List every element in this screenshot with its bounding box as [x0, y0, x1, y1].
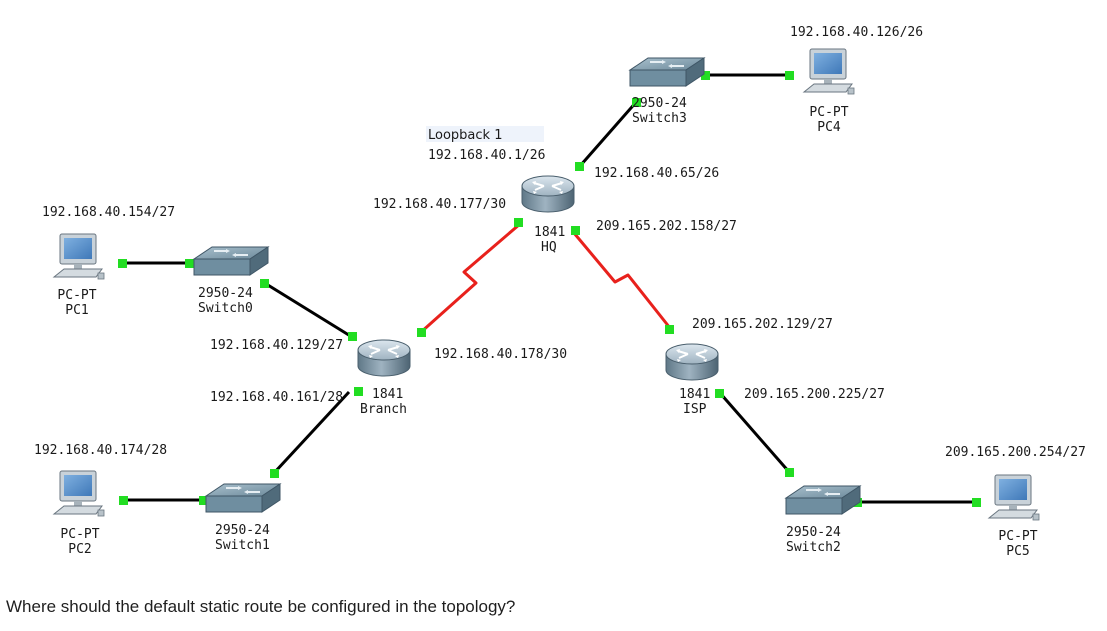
branch-model-label: 1841 — [372, 387, 403, 402]
port-indicators — [118, 71, 981, 507]
port-indicator — [417, 328, 426, 337]
switch2-model-label: 2950-24 — [786, 525, 841, 540]
switch2-name-label: Switch2 — [786, 540, 841, 555]
hq-model-label: 1841 — [534, 225, 565, 240]
hq-router-icon[interactable] — [521, 175, 575, 213]
pc4-ip-label: 192.168.40.126/26 — [790, 25, 923, 40]
port-indicator — [354, 387, 363, 396]
port-indicator — [575, 162, 584, 171]
loopback-highlight — [426, 126, 544, 142]
port-indicator — [514, 218, 523, 227]
switch0-name-label: Switch0 — [198, 301, 253, 316]
branch-lan0-ip-label: 192.168.40.129/27 — [210, 338, 343, 353]
branch-serial-ip-label: 192.168.40.178/30 — [434, 347, 567, 362]
port-indicator — [785, 71, 794, 80]
port-indicator — [701, 71, 710, 80]
isp-serial-ip-label: 209.165.202.129/27 — [692, 317, 833, 332]
switch1-icon[interactable] — [205, 483, 281, 513]
isp-model-label: 1841 — [679, 387, 710, 402]
link-branch-switch1 — [272, 390, 351, 475]
hq-lan-ip-label: 192.168.40.65/26 — [594, 166, 719, 181]
branch-name-label: Branch — [360, 402, 407, 417]
link-isp-switch2 — [718, 392, 792, 474]
pc1-name-label: PC1 — [65, 303, 88, 318]
device-labels: PC-PT PC1 PC-PT PC2 PC-PT PC4 PC-PT PC5 … — [57, 96, 1037, 559]
isp-lan-ip-label: 209.165.200.225/27 — [744, 387, 885, 402]
hq-name-label: HQ — [541, 240, 557, 255]
port-indicator — [972, 498, 981, 507]
port-indicator — [199, 496, 208, 505]
hq-serial-isp-ip-label: 209.165.202.158/27 — [596, 219, 737, 234]
pc2-name-label: PC2 — [68, 542, 91, 557]
question-text: Where should the default static route be… — [6, 597, 516, 616]
hq-loopback-ip-label: 192.168.40.1/26 — [428, 148, 545, 163]
pc5-ip-label: 209.165.200.254/27 — [945, 445, 1086, 460]
pc2-icon[interactable] — [53, 470, 105, 517]
branch-lan1-ip-label: 192.168.40.161/28 — [210, 390, 343, 405]
ethernet-links — [122, 73, 975, 504]
pc1-type-label: PC-PT — [57, 288, 96, 303]
switch3-model-label: 2950-24 — [632, 96, 687, 111]
serial-link-hq-isp — [572, 232, 672, 329]
port-indicator — [632, 98, 641, 107]
port-indicator — [119, 496, 128, 505]
hq-loopback-label: Loopback 1 — [428, 128, 502, 143]
pc4-name-label: PC4 — [817, 120, 841, 135]
port-indicator — [665, 325, 674, 334]
branch-router-icon[interactable] — [357, 339, 411, 377]
port-indicator — [785, 468, 794, 477]
port-indicator — [715, 389, 724, 398]
pc4-icon[interactable] — [803, 48, 855, 95]
serial-link-branch-hq — [419, 222, 521, 335]
pc2-type-label: PC-PT — [60, 527, 99, 542]
link-hq-switch3 — [578, 99, 640, 167]
port-indicator — [270, 469, 279, 478]
switch3-name-label: Switch3 — [632, 111, 687, 126]
switch3-icon[interactable] — [629, 57, 705, 87]
switch0-model-label: 2950-24 — [198, 286, 253, 301]
pc5-icon[interactable] — [988, 474, 1040, 521]
switch1-model-label: 2950-24 — [215, 523, 270, 538]
switch1-name-label: Switch1 — [215, 538, 270, 553]
isp-name-label: ISP — [683, 402, 707, 417]
serial-links — [419, 222, 672, 335]
pc1-ip-label: 192.168.40.154/27 — [42, 205, 175, 220]
pc2-ip-label: 192.168.40.174/28 — [34, 443, 167, 458]
address-labels: 192.168.40.154/27 192.168.40.174/28 192.… — [34, 25, 1086, 460]
port-indicator — [185, 259, 194, 268]
pc4-type-label: PC-PT — [809, 105, 848, 120]
port-indicator — [260, 279, 269, 288]
hq-serial-branch-ip-label: 192.168.40.177/30 — [373, 197, 506, 212]
pc1-icon[interactable] — [53, 233, 105, 280]
isp-router-icon[interactable] — [665, 343, 719, 381]
port-indicator — [571, 226, 580, 235]
pc5-name-label: PC5 — [1006, 544, 1029, 559]
pc5-type-label: PC-PT — [998, 529, 1037, 544]
port-indicator — [118, 259, 127, 268]
switch0-icon[interactable] — [193, 246, 269, 276]
switch2-icon[interactable] — [785, 485, 861, 515]
link-switch0-branch — [262, 280, 353, 339]
port-indicator — [348, 332, 357, 341]
